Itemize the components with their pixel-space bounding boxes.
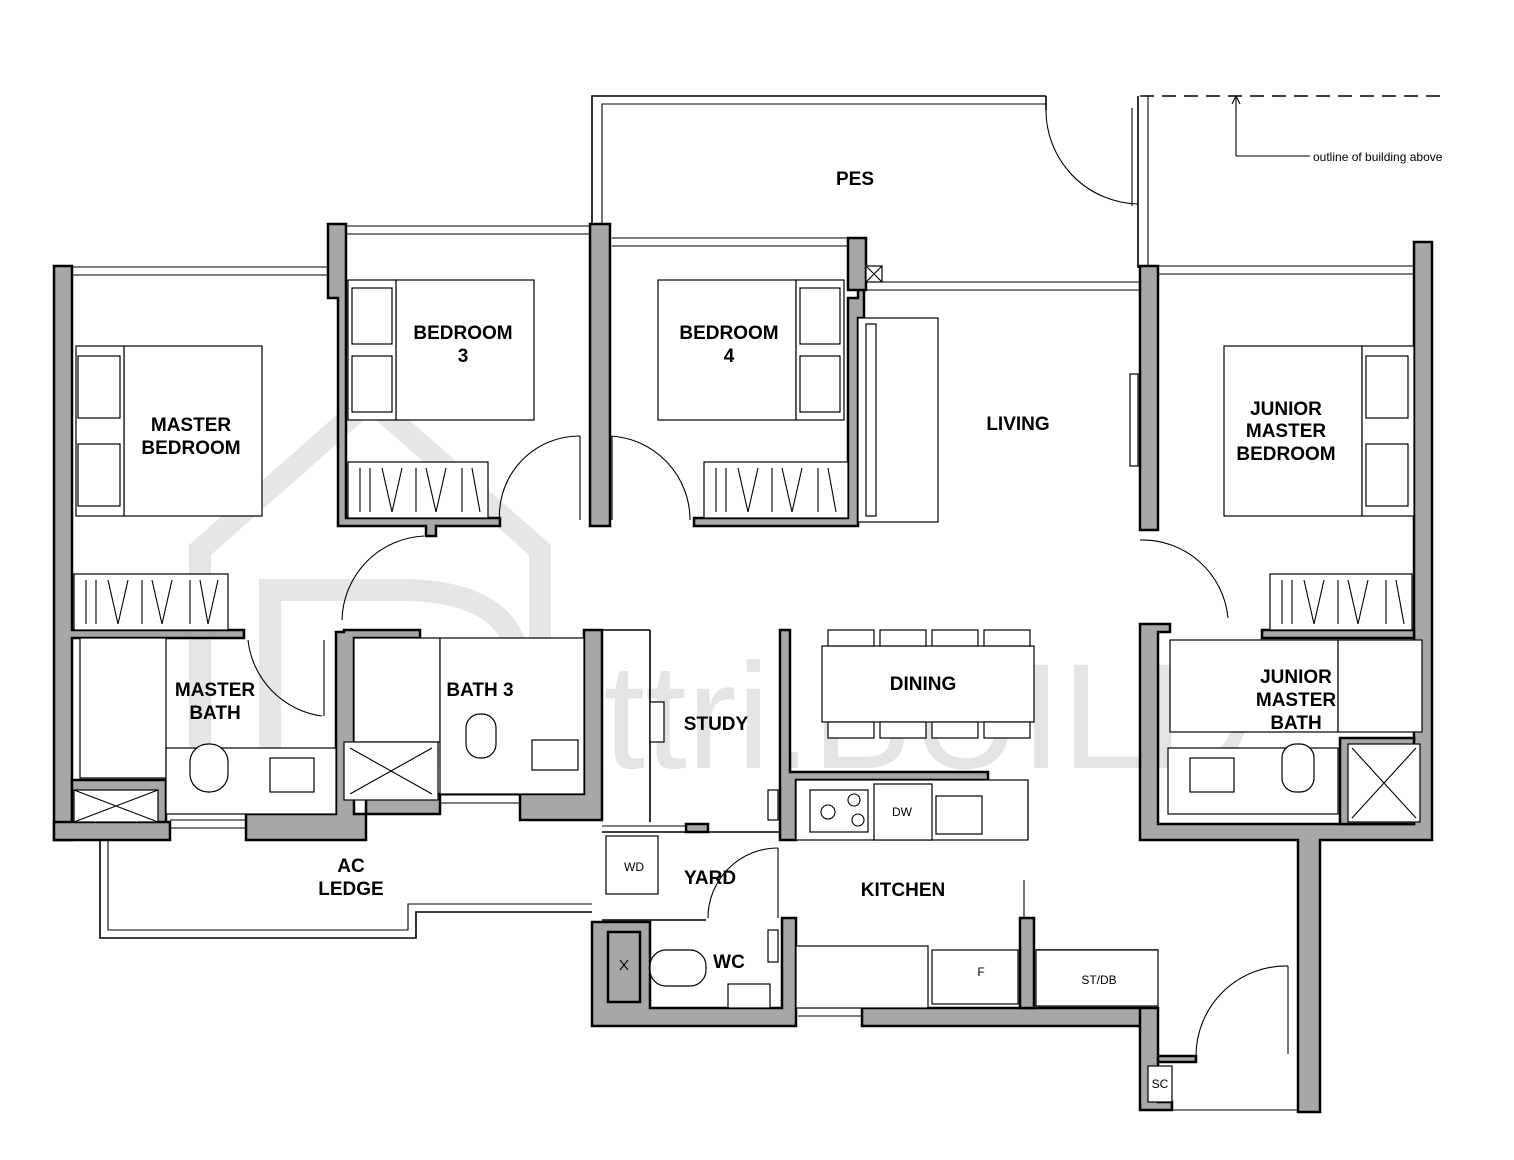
junior-wardrobe: [1269, 573, 1413, 631]
master-wardrobe: [73, 573, 229, 631]
master-wc: [189, 743, 229, 793]
label-living: LIVING: [986, 414, 1049, 435]
label-yard: YARD: [684, 868, 736, 889]
label-junior-master-bedroom-c: BEDROOM: [1236, 444, 1335, 465]
label-master-bedroom-b: BEDROOM: [141, 438, 240, 459]
label-study: STUDY: [684, 714, 749, 735]
label-junior-master-bath-a: JUNIOR: [1260, 667, 1332, 688]
wc-basin: [727, 983, 771, 1009]
label-f: F: [977, 965, 984, 979]
label-master-bath-b: BATH: [189, 703, 240, 724]
label-master-bedroom-a: MASTER: [151, 415, 232, 436]
label-bedroom4-b: 4: [724, 346, 735, 367]
label-ac-ledge-a: AC: [337, 856, 365, 877]
fixture-labels: DW WD F ST/DB SC: [624, 805, 1169, 1091]
bedroom4-wardrobe: [703, 461, 849, 519]
fridge: [931, 949, 1019, 1005]
washer-dryer: [605, 835, 659, 895]
label-bedroom4-a: BEDROOM: [679, 323, 778, 344]
label-wc: WC: [713, 952, 745, 973]
label-master-bath-a: MASTER: [175, 680, 256, 701]
bath3-wc: [465, 713, 497, 759]
junior-wc: [1281, 743, 1315, 793]
label-dining: DINING: [890, 674, 957, 695]
label-dw: DW: [892, 805, 913, 819]
kitchen-cabinet-south: [795, 945, 929, 1009]
tv-console: [1129, 373, 1139, 467]
label-wd: WD: [624, 860, 644, 874]
label-stdb: ST/DB: [1081, 973, 1116, 987]
wc-toilet: [649, 949, 707, 987]
master-bath-tub: [79, 637, 167, 779]
dishwasher: [873, 783, 933, 841]
label-bath3: BATH 3: [446, 680, 513, 701]
label-sc: SC: [1152, 1077, 1169, 1091]
building-outline-above: outline of building above: [1140, 94, 1443, 164]
label-bedroom3-a: BEDROOM: [413, 323, 512, 344]
label-junior-master-bedroom-b: MASTER: [1246, 421, 1327, 442]
label-ac-ledge-b: LEDGE: [318, 879, 383, 900]
master-bed: [123, 345, 263, 517]
bedroom3-wardrobe: [347, 461, 489, 519]
dining-table: [821, 645, 1035, 723]
kitchen-sink: [935, 795, 983, 835]
label-kitchen: KITCHEN: [861, 880, 945, 901]
study-desk: [649, 701, 665, 743]
label-junior-master-bath-b: MASTER: [1256, 690, 1337, 711]
label-junior-master-bedroom-a: JUNIOR: [1250, 399, 1322, 420]
label-pes: PES: [836, 169, 874, 190]
label-bedroom3-b: 3: [458, 346, 469, 367]
junior-bed: [1223, 345, 1363, 517]
bedroom4-bed: [657, 279, 797, 421]
label-junior-master-bath-c: BATH: [1270, 713, 1321, 734]
furniture: [73, 265, 1423, 1103]
hob: [809, 789, 869, 833]
room-labels: PES BEDROOM 3 BEDROOM 4 MASTER BEDROOM L…: [141, 169, 1336, 973]
store-db: [1035, 949, 1159, 1007]
outline-annotation: outline of building above: [1313, 150, 1443, 164]
pes-balcony: [591, 95, 1149, 268]
service-cabinet: [1147, 1065, 1173, 1103]
bedroom3-bed: [395, 279, 535, 421]
